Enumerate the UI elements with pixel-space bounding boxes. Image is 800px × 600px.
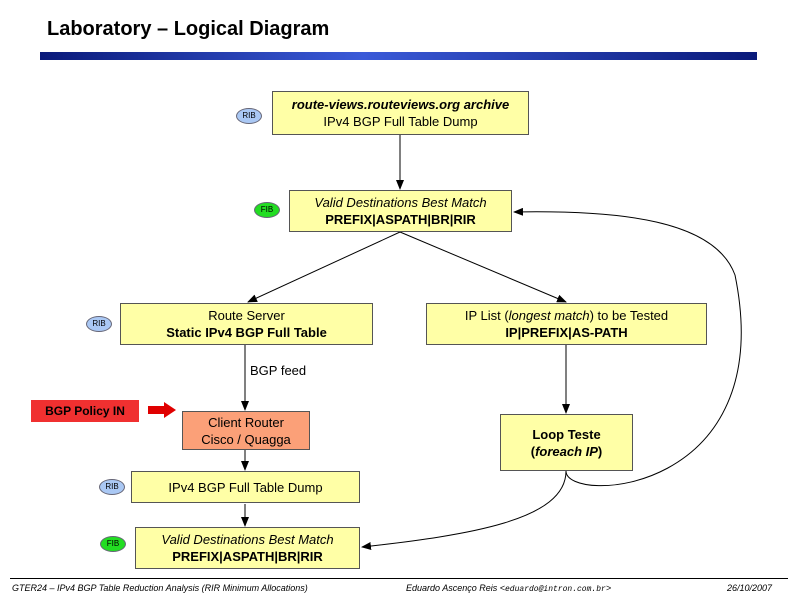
- loop-subtitle-c: ): [597, 443, 603, 459]
- fib-badge-valid-bottom: FIB: [100, 536, 126, 552]
- ip-list-title-b: longest match: [508, 308, 590, 323]
- archive-subtitle: IPv4 BGP Full Table Dump: [323, 114, 478, 129]
- valid-destinations-top-box: Valid Destinations Best Match PREFIX|ASP…: [289, 190, 512, 232]
- rib-badge-dump-bottom: RIB: [99, 479, 125, 495]
- loop-subtitle-a: (: [530, 443, 536, 459]
- ip-list-title: IP List (longest match) to be Tested: [465, 307, 668, 324]
- dump-bottom-title: IPv4 BGP Full Table Dump: [168, 479, 323, 495]
- rib-badge-archive: RIB: [236, 108, 262, 124]
- archive-title: route-views.routeviews.org archive: [291, 97, 510, 112]
- client-router-subtitle: Cisco / Quagga: [201, 431, 291, 447]
- footer-author: Eduardo Ascenço Reis <eduardo@intron.com…: [406, 583, 611, 594]
- loop-title: Loop Teste: [532, 426, 601, 442]
- title-underline-bar: [40, 52, 757, 60]
- valid-bottom-fields: PREFIX|ASPATH|BR|RIR: [172, 549, 323, 564]
- client-router-title: Client Router: [208, 414, 284, 430]
- fib-badge-valid-top: FIB: [254, 202, 280, 218]
- route-server-title: Route Server: [208, 308, 285, 323]
- footer-author-end: >: [605, 583, 612, 593]
- page-title: Laboratory – Logical Diagram: [47, 18, 330, 40]
- rib-badge-route-server: RIB: [86, 316, 112, 332]
- client-router-box: Client Router Cisco / Quagga: [182, 411, 310, 450]
- footer-presentation-title: GTER24 – IPv4 BGP Table Reduction Analys…: [12, 583, 308, 593]
- valid-bottom-title: Valid Destinations Best Match: [161, 532, 334, 547]
- arrow-valid-to-route-server: [247, 231, 401, 303]
- ip-list-box: IP List (longest match) to be Tested IP|…: [426, 303, 707, 345]
- arrow-loop-to-valid-bottom: [361, 470, 567, 550]
- footer-divider: [10, 578, 788, 579]
- loop-box: Loop Teste (foreach IP): [500, 414, 633, 471]
- ip-list-fields: IP|PREFIX|AS-PATH: [505, 325, 628, 340]
- route-server-box: Route Server Static IPv4 BGP Full Table: [120, 303, 373, 345]
- bgp-policy-label: BGP Policy IN: [31, 400, 139, 422]
- footer-author-name: Eduardo Ascenço Reis <: [406, 583, 505, 593]
- arrow-loop-to-valid-top: [513, 207, 742, 487]
- valid-top-fields: PREFIX|ASPATH|BR|RIR: [325, 212, 476, 227]
- ip-list-title-c: ) to be Tested: [589, 308, 669, 323]
- ip-list-title-a: IP List (: [464, 308, 509, 323]
- footer-date: 26/10/2007: [727, 583, 773, 593]
- arrow-valid-to-ip-list: [399, 231, 567, 303]
- valid-destinations-bottom-box: Valid Destinations Best Match PREFIX|ASP…: [135, 527, 360, 569]
- loop-subtitle: (foreach IP): [531, 443, 603, 460]
- archive-box: route-views.routeviews.org archive IPv4 …: [272, 91, 529, 135]
- route-server-subtitle: Static IPv4 BGP Full Table: [166, 325, 327, 340]
- bgp-feed-label: BGP feed: [250, 363, 307, 378]
- loop-subtitle-b: foreach IP: [535, 443, 598, 459]
- footer-author-email[interactable]: eduardo@intron.com.br: [504, 585, 606, 594]
- dump-bottom-box: IPv4 BGP Full Table Dump: [131, 471, 360, 503]
- policy-arrow-icon: [148, 402, 176, 418]
- valid-top-title: Valid Destinations Best Match: [314, 195, 487, 210]
